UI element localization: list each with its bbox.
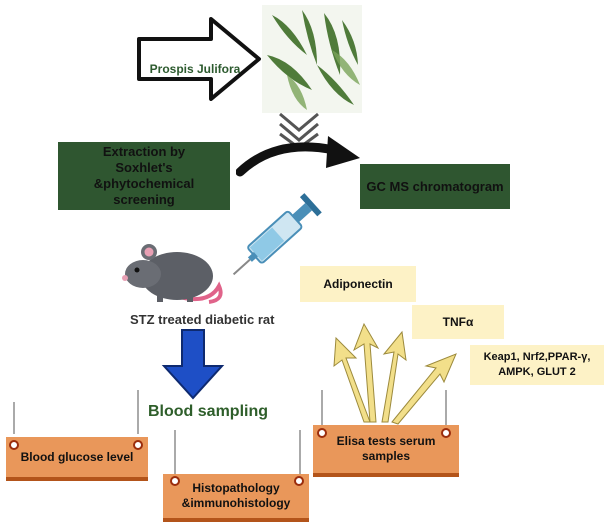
adiponectin-box: Adiponectin [300,266,416,302]
gcms-label: GC MS chromatogram [366,178,504,194]
yellow-fan-arrows [333,322,457,425]
plant-arrow [137,17,261,101]
blood-sampling-label: Blood sampling [148,403,268,420]
adiponectin-label: Adiponectin [323,276,393,291]
pin-icon [170,476,180,486]
pin-icon [294,476,304,486]
plant-label: Prospis Julifora [149,62,241,76]
elisa-box: Elisa tests serum samples [313,425,459,477]
pin-icon [9,440,19,450]
gcms-box: GC MS chromatogram [360,164,510,209]
glucose-box: Blood glucose level [6,437,148,481]
extraction-box: Extraction by Soxhlet's &phytochemical s… [58,142,230,210]
genes-label: Keap1, Nrf2,PPAR-γ, AMPK, GLUT 2 [483,351,591,378]
histopathology-label: Histopathology &immunohistology [181,481,291,510]
curved-arrow [236,136,360,177]
rat-label: STZ treated diabetic rat [130,312,275,327]
rat-icon [122,244,223,304]
histopathology-box: Histopathology &immunohistology [163,474,309,522]
hanging-strings [13,390,447,478]
tnf-box: TNFα [412,305,504,339]
plant-image [262,5,362,113]
glucose-label: Blood glucose level [20,449,134,464]
pin-icon [317,428,327,438]
syringe-icon [232,193,322,276]
extraction-label: Extraction by Soxhlet's &phytochemical s… [93,144,195,207]
genes-box: Keap1, Nrf2,PPAR-γ, AMPK, GLUT 2 [470,345,604,385]
blue-down-arrow [161,329,225,400]
pin-icon [133,440,143,450]
tnf-label: TNFα [442,314,474,329]
elisa-label: Elisa tests serum samples [336,434,436,463]
pin-icon [441,428,451,438]
